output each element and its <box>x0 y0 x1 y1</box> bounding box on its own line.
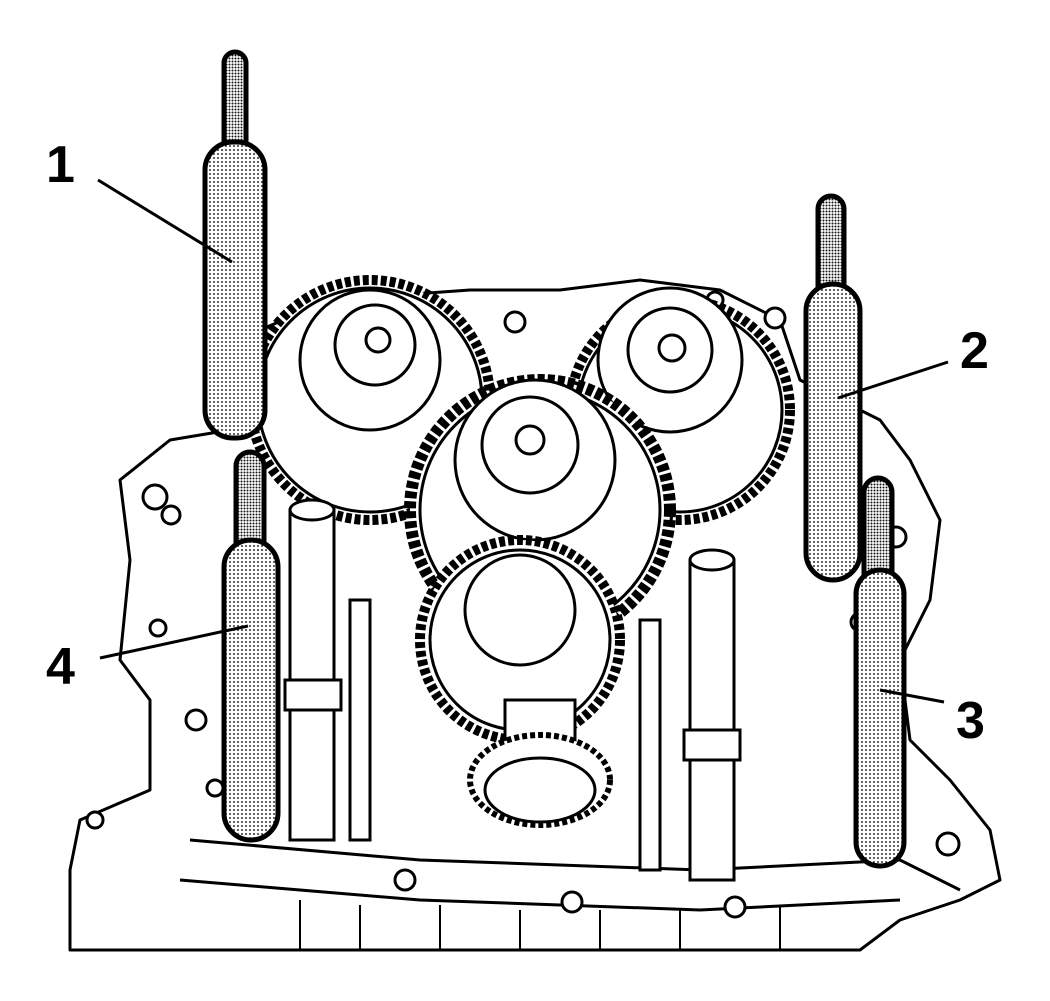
guide-pin-3 <box>853 475 907 869</box>
shift-rails <box>283 498 742 882</box>
leader-line-2 <box>837 360 949 400</box>
leader-line-3 <box>879 688 945 704</box>
leader-line-4 <box>99 624 249 660</box>
callout-3: 3 <box>956 692 985 750</box>
gear-train <box>245 275 795 828</box>
guide-pin-1 <box>202 49 268 441</box>
callout-labels: 1 2 3 4 <box>46 136 989 750</box>
callout-1: 1 <box>46 136 75 194</box>
guide-pin-2 <box>803 193 863 583</box>
leader-lines <box>97 178 949 704</box>
callout-2: 2 <box>960 322 989 380</box>
guide-pin-4 <box>221 449 281 843</box>
leader-line-1 <box>97 178 233 264</box>
callout-4: 4 <box>46 638 75 696</box>
